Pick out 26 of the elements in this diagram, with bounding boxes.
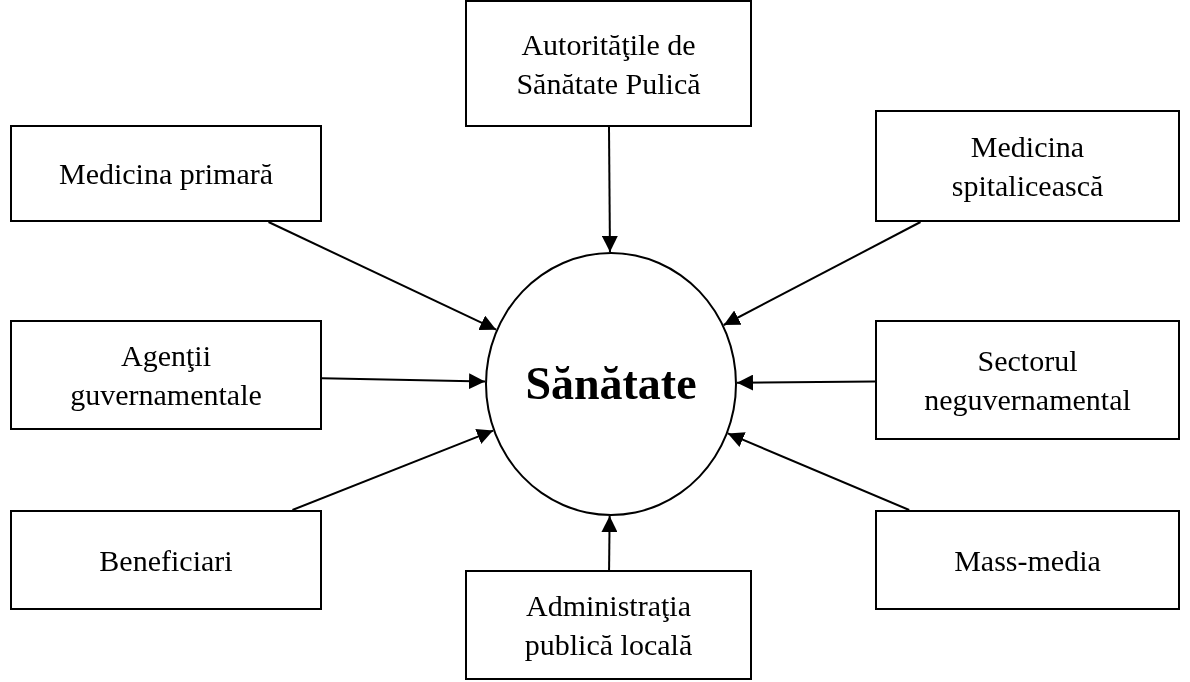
node-label: Agenţii guvernamentale xyxy=(69,338,263,413)
node-label: Sectorul neguvernamental xyxy=(923,343,1132,418)
arrow xyxy=(722,221,922,326)
arrow xyxy=(601,515,618,571)
actor-box xyxy=(875,510,1180,610)
node-label: Medicina spitalicească xyxy=(950,129,1105,204)
arrow xyxy=(291,429,495,511)
node-label: Sănătate xyxy=(524,357,698,412)
actor-box xyxy=(465,570,752,680)
arrow xyxy=(321,373,486,390)
arrow xyxy=(601,126,618,253)
node-label: Medicina primară xyxy=(57,156,275,192)
actor-box xyxy=(875,320,1180,440)
arrow xyxy=(726,432,911,511)
arrow xyxy=(736,374,876,391)
node-label: Mass-media xyxy=(953,542,1102,579)
node-label: Administraţia publică locală xyxy=(523,588,694,663)
arrow xyxy=(267,221,498,331)
actor-box xyxy=(10,510,322,610)
actor-box xyxy=(875,110,1180,222)
actor-box xyxy=(465,0,752,127)
node-label: Beneficiari xyxy=(98,542,234,579)
actor-box xyxy=(10,125,322,222)
topic-circle xyxy=(485,252,737,516)
node-label: Autorităţile de Sănătate Pulică xyxy=(515,26,702,102)
actor-box xyxy=(10,320,322,430)
